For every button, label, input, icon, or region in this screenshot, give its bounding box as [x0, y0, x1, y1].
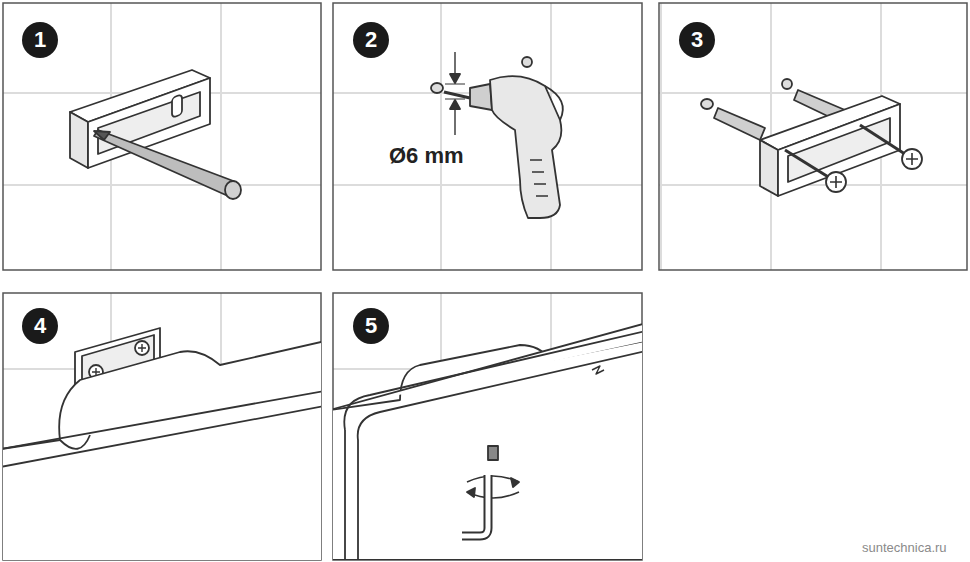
- drill: [431, 52, 563, 218]
- step-number-circle: 5: [353, 308, 389, 344]
- bracket-marking: [70, 70, 241, 199]
- callout-number: 1: [34, 29, 46, 51]
- panel: [3, 3, 321, 270]
- watermark: suntechnica.ru: [862, 541, 947, 554]
- callout-number: 5: [365, 315, 377, 337]
- step-number-circle: 4: [22, 308, 58, 344]
- callout-number: 4: [34, 315, 46, 337]
- heater-on-bracket: [3, 328, 321, 560]
- heater-locking: [333, 322, 642, 560]
- step-number-circle: 2: [353, 22, 389, 58]
- step-number-circle: 3: [679, 22, 715, 58]
- bracket-screws: [701, 79, 922, 196]
- panel: [659, 3, 967, 270]
- step-number-circle: 1: [22, 22, 58, 58]
- panel: [333, 3, 642, 270]
- dimension-label: Ø6 mm: [389, 145, 464, 167]
- callout-number: 3: [691, 29, 703, 51]
- callout-number: 2: [365, 29, 377, 51]
